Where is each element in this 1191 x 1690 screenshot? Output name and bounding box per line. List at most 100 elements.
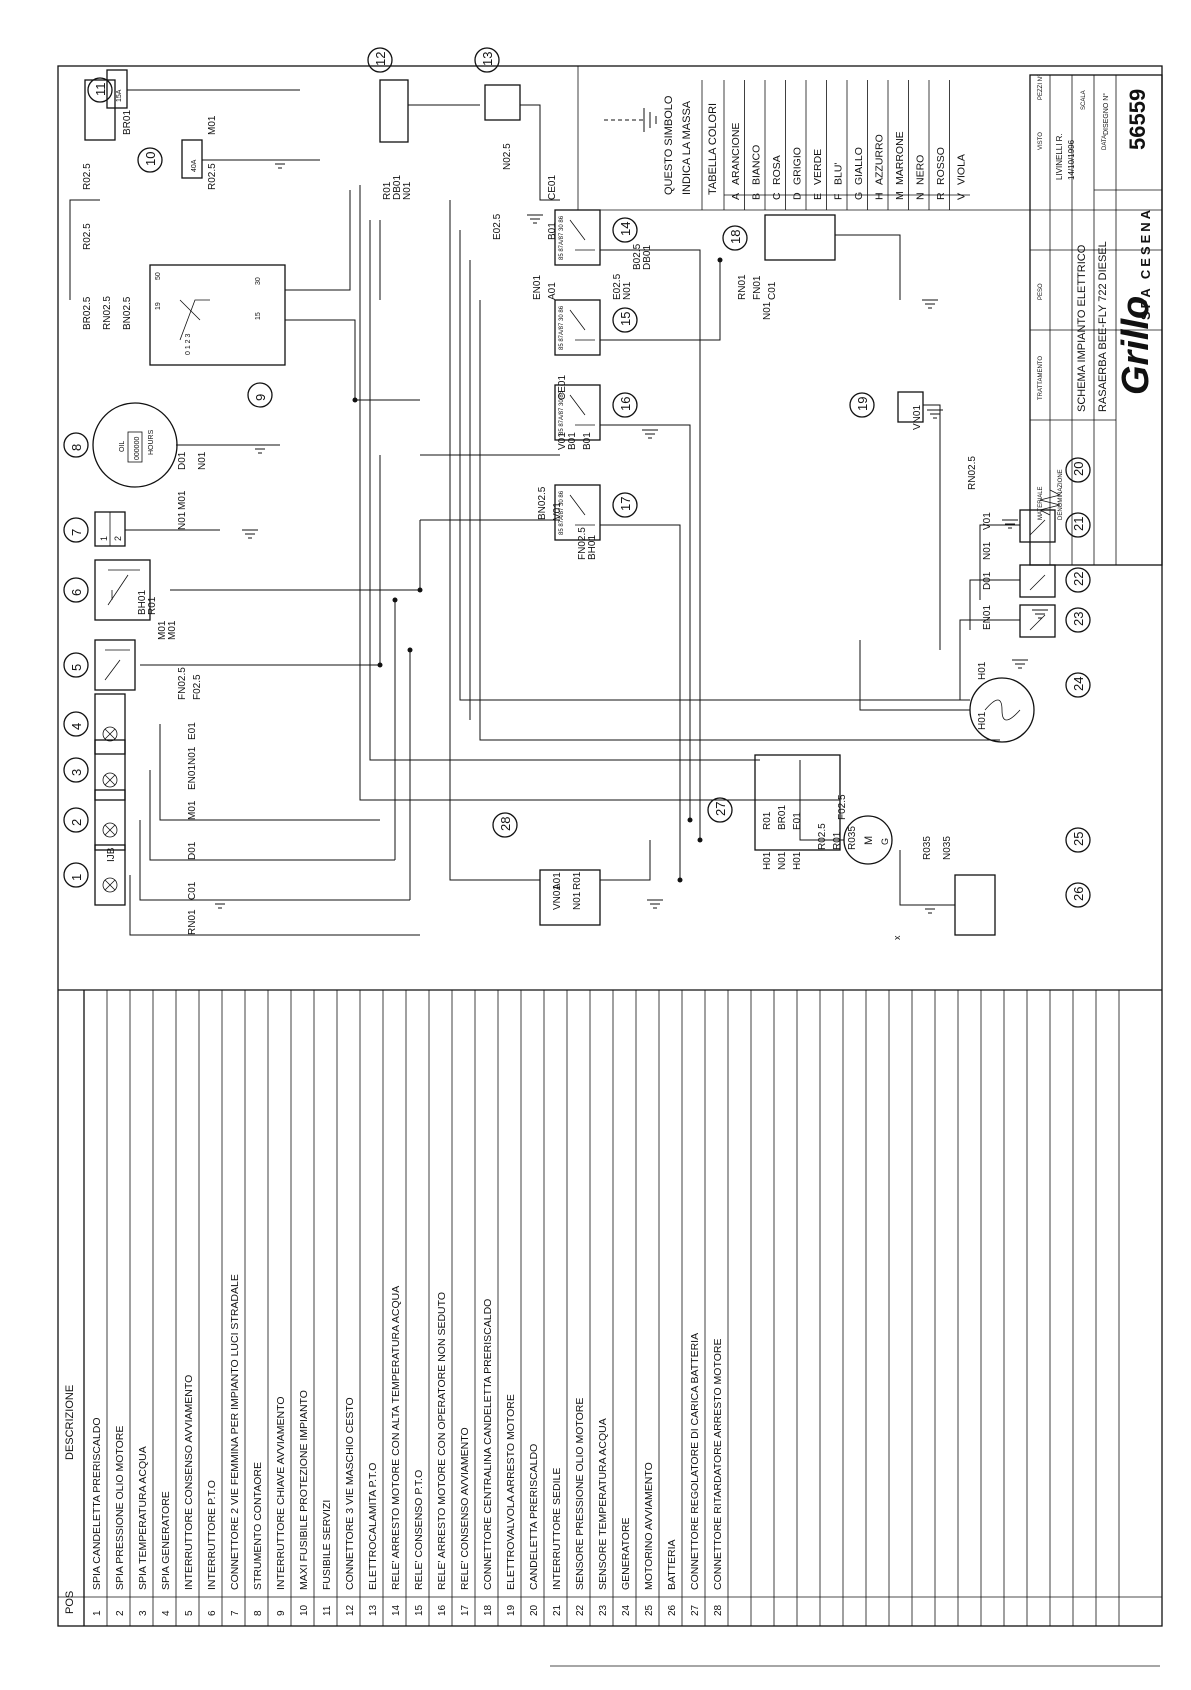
relay-16-number-circle xyxy=(612,392,638,418)
key-switch-9 xyxy=(149,264,286,366)
table-row-description: STRUMENTO CONTAORE xyxy=(252,1462,264,1590)
color-name: MARRONE xyxy=(894,131,906,185)
wire-label: FN01 xyxy=(752,275,763,300)
ground-symbol xyxy=(927,409,943,419)
color-code: E xyxy=(812,193,824,200)
wire-label: N01 xyxy=(777,851,788,870)
switch-5-contacts xyxy=(104,649,130,681)
key-switch-terminal-50: 50 xyxy=(155,272,162,280)
relay-pins: 85 87A/87 30 86 xyxy=(559,390,565,435)
table-row-pos: 8 xyxy=(253,1610,264,1616)
starter-motor-25-number-circle xyxy=(1065,827,1091,853)
wire xyxy=(520,104,560,201)
color-code: M xyxy=(894,191,906,200)
wire xyxy=(149,770,395,861)
grillo-logo: Grillo xyxy=(1115,296,1157,395)
battery-26-number-circle xyxy=(1065,882,1091,908)
wire xyxy=(69,199,100,300)
wire-label: VN01 xyxy=(552,885,563,910)
switch-5-number-circle xyxy=(63,652,89,678)
note-x: x xyxy=(892,935,902,940)
color-code: R xyxy=(935,192,947,200)
color-name: AZZURRO xyxy=(874,134,886,185)
connector-7-number-circle xyxy=(63,517,89,543)
connector-27-number-circle xyxy=(707,797,733,823)
table-row-description: CONNETTORE CENTRALINA CANDELETTA PRERISC… xyxy=(482,1299,494,1590)
table-row-pos: 6 xyxy=(207,1610,218,1616)
wire-label: H01 xyxy=(762,851,773,870)
wire-label: A01 xyxy=(547,282,558,300)
wire-label: N01 xyxy=(572,891,583,910)
table-row-description: SENSORE PRESSIONE OLIO MOTORE xyxy=(574,1398,586,1590)
table-row-pos: 25 xyxy=(644,1604,655,1616)
lamp-3-number-circle xyxy=(63,757,89,783)
junction-dot xyxy=(352,397,358,403)
wire-label: H01 xyxy=(977,711,988,730)
connector-18-number: 18 xyxy=(728,230,743,244)
wire-label: DB01 xyxy=(642,245,653,270)
glow-plug-20-number: 20 xyxy=(1071,462,1086,476)
wire-label: CE01 xyxy=(547,175,558,200)
relay-14: 85 87A/87 30 86 xyxy=(554,209,601,266)
wire-label: DB01 xyxy=(392,175,403,200)
fuse-11-rating: 15A xyxy=(116,89,123,102)
lamp-1-number-circle xyxy=(63,862,89,888)
table-row-pos: 16 xyxy=(437,1604,448,1616)
generator-24-number-circle xyxy=(1065,672,1091,698)
sensor-23-number-circle xyxy=(1065,607,1091,633)
wire-label: CE01 xyxy=(557,375,568,400)
connector-28 xyxy=(539,869,601,926)
wire-label: R01 xyxy=(572,871,583,890)
connector-7-pin-1: 1 xyxy=(99,536,109,541)
junction-dot xyxy=(697,837,703,843)
color-table-title: TABELLA COLORI xyxy=(707,103,719,195)
wire-label: H01 xyxy=(977,661,988,680)
table-header-description: DESCRIZIONE xyxy=(64,1385,76,1460)
wire-label: R035 xyxy=(922,836,933,860)
table-row-description: CONNETTORE REGOLATORE DI CARICA BATTERIA xyxy=(689,1333,701,1590)
wire-label: F02.5 xyxy=(837,794,848,820)
table-row-description: MOTORINO AVVIAMENTO xyxy=(643,1462,655,1590)
table-row-pos: 11 xyxy=(322,1605,333,1616)
starter-motor-label: M xyxy=(863,836,875,845)
table-row-pos: 27 xyxy=(690,1604,701,1616)
glow-plug-20-number-circle xyxy=(1065,457,1091,483)
switch-5-body xyxy=(94,639,136,691)
wire-label: N01 xyxy=(197,451,208,470)
fuse-11-number-circle xyxy=(87,77,113,103)
table-row-description: INTERRUTTORE P.T.O xyxy=(206,1480,218,1590)
lamp-1 xyxy=(94,844,126,906)
wire-label: RN02.5 xyxy=(102,296,113,330)
wire xyxy=(859,640,970,711)
wires xyxy=(69,89,1048,936)
wire-label: M01 xyxy=(207,115,218,135)
color-code: V xyxy=(956,193,968,200)
connector-27 xyxy=(754,754,841,851)
wire xyxy=(449,200,540,881)
wire-label: D01 xyxy=(177,451,188,470)
lamp-3 xyxy=(94,739,126,801)
junction-dot xyxy=(392,597,398,603)
ground-symbol xyxy=(642,429,658,439)
connector-7-pin-2: 2 xyxy=(113,536,123,541)
wire-label: E01 xyxy=(792,812,803,830)
wire-label: BR01 xyxy=(777,805,788,830)
color-name: VERDE xyxy=(812,149,824,185)
starter-motor-25-number: 25 xyxy=(1071,832,1086,846)
wire-label: E01 xyxy=(187,722,198,740)
field-visto: VISTO xyxy=(1038,132,1044,150)
wire xyxy=(129,875,420,936)
table-row-pos: 19 xyxy=(506,1604,517,1616)
lamp-4-number-circle xyxy=(63,711,89,737)
connector-12 xyxy=(84,79,116,141)
color-name: VIOLA xyxy=(956,154,968,185)
solenoid-19-number: 19 xyxy=(855,397,870,411)
wire-label: M01 xyxy=(157,620,168,640)
lamp-2-number-circle xyxy=(63,807,89,833)
table-row-description: CONNETTORE RITARDATORE ARRESTO MOTORE xyxy=(712,1339,724,1590)
table-row-description: SENSORE TEMPERATURA ACQUA xyxy=(597,1418,609,1590)
drawing-number: 56559 xyxy=(1125,89,1150,150)
wire xyxy=(159,724,380,821)
